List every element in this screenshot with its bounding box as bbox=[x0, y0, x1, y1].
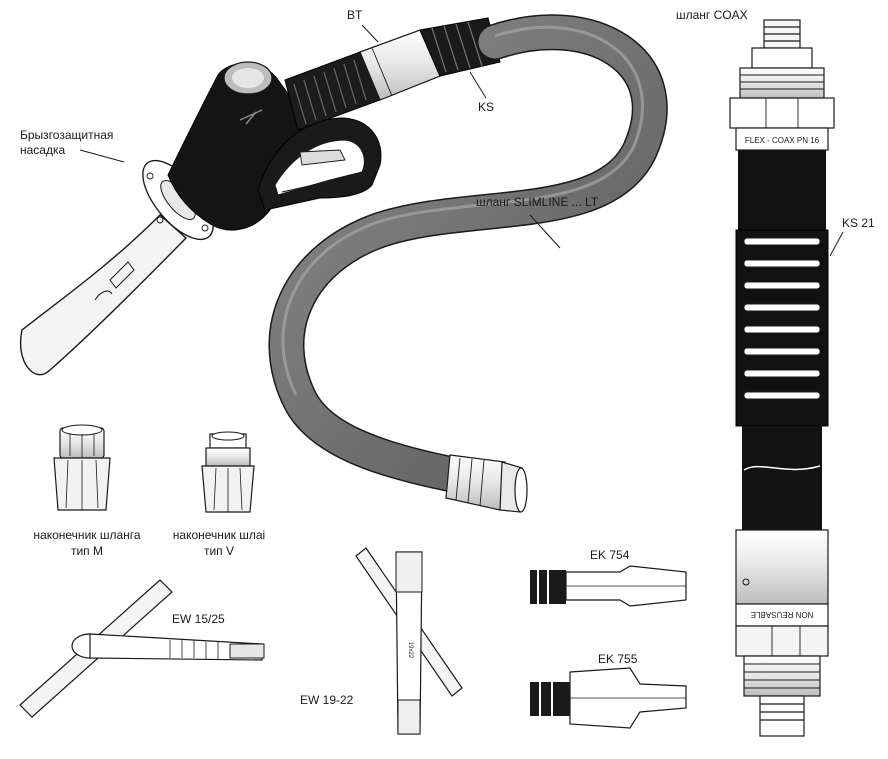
label-ew1525: EW 15/25 bbox=[172, 612, 225, 626]
hose-fitting-type-v bbox=[201, 431, 255, 513]
nozzle-lever bbox=[257, 117, 382, 211]
label-bt: BT bbox=[347, 8, 363, 22]
label-fitting-m-line1: наконечник шланга bbox=[33, 528, 141, 542]
label-fitting-v-line1: наконечник шлаі bbox=[172, 528, 266, 542]
leader-lines bbox=[79, 24, 844, 257]
hose-end-fitting bbox=[445, 454, 528, 513]
wrench-marking-text: 19x22 bbox=[407, 642, 413, 659]
label-coax-hose: шланг COAX bbox=[676, 8, 748, 22]
label-ks21: KS 21 bbox=[842, 216, 875, 230]
nozzle-grip bbox=[284, 51, 381, 131]
hose-fitting-type-m bbox=[53, 424, 111, 511]
label-ks: KS bbox=[478, 100, 495, 114]
label-slimline-hose: шланг SLIMLINE ... LT bbox=[476, 195, 599, 209]
label-ek754: EK 754 bbox=[590, 548, 630, 562]
coax-band-text: FLEX - COAX PN 16 bbox=[745, 136, 820, 145]
label-splash-guard-line1: Брызгозащитная bbox=[20, 128, 114, 142]
label-fitting-v-line2: тип V bbox=[203, 544, 235, 558]
coax-hose-assembly bbox=[729, 19, 835, 737]
connector-ek-755 bbox=[530, 667, 687, 729]
label-ek755: EK 755 bbox=[598, 652, 638, 666]
slimline-hose bbox=[268, 14, 668, 493]
non-reusable-text: NON REUSABLE bbox=[751, 610, 814, 619]
connector-ek-754 bbox=[530, 565, 687, 607]
label-ew1922: EW 19-22 bbox=[300, 693, 354, 707]
label-splash-guard-line2: насадка bbox=[20, 143, 66, 157]
t-wrench-ew-15-25 bbox=[19, 579, 265, 718]
ks21-sleeve bbox=[735, 229, 829, 427]
label-fitting-m-line2: тип M bbox=[70, 544, 104, 558]
box-wrench-ew-19-22 bbox=[355, 547, 463, 735]
nozzle-spout bbox=[19, 214, 188, 376]
